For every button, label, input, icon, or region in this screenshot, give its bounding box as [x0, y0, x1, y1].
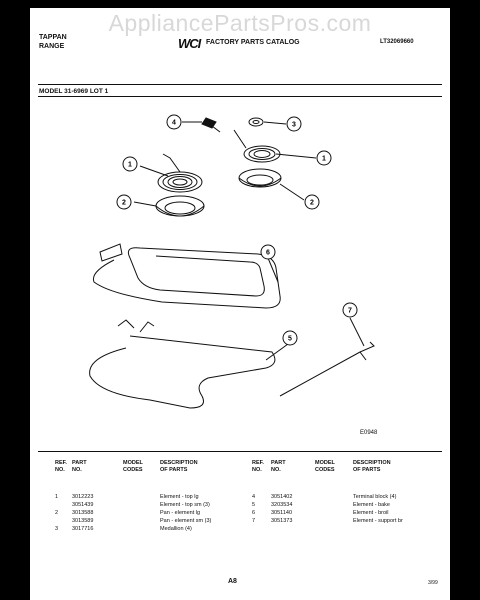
watermark: AppliancePartsPros.com [108, 10, 372, 36]
svg-text:7: 7 [348, 308, 352, 315]
part-description: Pan - element sm (3) [160, 518, 212, 524]
part-description: Terminal block (4) [353, 494, 397, 500]
table-row: 4 [252, 494, 256, 500]
part-description: Element - support br [353, 518, 403, 524]
surface-element-small [233, 129, 281, 163]
surface-element-large [157, 153, 203, 193]
callout-2-left: 2 [116, 194, 132, 210]
table-row: 6 [252, 510, 256, 516]
callout-5: 5 [282, 330, 298, 346]
medallion [248, 117, 264, 127]
page-label: A8 [228, 578, 237, 585]
drip-pan-small [238, 168, 282, 188]
wci-logo: WCI [178, 36, 201, 51]
svg-text:3: 3 [292, 122, 296, 129]
svg-text:1: 1 [322, 156, 326, 163]
header-ref-right: REF.NO. [252, 460, 264, 473]
svg-text:1: 1 [128, 162, 132, 169]
callout-6: 6 [260, 244, 276, 260]
svg-text:4: 4 [172, 120, 176, 127]
svg-text:6: 6 [266, 250, 270, 257]
part-number: 3051402 [271, 494, 293, 500]
part-number: 3013589 [72, 518, 94, 524]
callout-4: 4 [166, 114, 182, 130]
brand-name: TAPPAN [39, 34, 67, 41]
catalog-title: FACTORY PARTS CATALOG [206, 39, 300, 46]
part-number: 3051373 [271, 518, 293, 524]
part-number: 3013588 [72, 510, 94, 516]
drip-pan-large [155, 195, 205, 217]
part-description: Medallion (4) [160, 526, 192, 532]
revision-date: 3/99 [428, 580, 438, 586]
table-row: 5 [252, 502, 256, 508]
table-row: 1 [55, 494, 59, 500]
table-row: 7 [252, 518, 256, 524]
callout-7: 7 [342, 302, 358, 318]
header-rule [38, 84, 442, 85]
brand-block: TAPPAN RANGE [39, 33, 67, 51]
support-bracket [279, 341, 375, 397]
part-number: 3203534 [271, 502, 293, 508]
exploded-parts-diagram: 1 2 4 3 1 2 6 5 7 [89, 114, 375, 409]
part-number: 3012223 [72, 494, 94, 500]
part-number: 3017716 [72, 526, 94, 532]
table-row: 3 [55, 526, 59, 532]
catalog-page: AppliancePartsPros.com TAPPAN RANGE WCI … [30, 8, 450, 600]
part-number: 3051439 [72, 502, 94, 508]
product-type: RANGE [39, 43, 65, 50]
terminal-block [201, 117, 221, 133]
catalog-code: LT32069660 [380, 39, 414, 45]
part-number: 3051140 [271, 510, 293, 516]
callout-1-left: 1 [122, 156, 138, 172]
broil-element [92, 243, 281, 309]
callout-3: 3 [286, 116, 302, 132]
svg-text:2: 2 [122, 200, 126, 207]
svg-text:5: 5 [288, 336, 292, 343]
header-ref-left: REF.NO. [55, 460, 67, 473]
part-description: Element - top lg [160, 494, 199, 500]
table-top-rule [38, 451, 442, 452]
part-description: Pan - element lg [160, 510, 201, 516]
part-description: Element - bake [353, 502, 390, 508]
figure-code: E0948 [360, 430, 378, 436]
model-rule [38, 96, 442, 97]
table-row: 2 [55, 510, 59, 516]
part-description: Element - broil [353, 510, 389, 516]
callout-1-right: 1 [316, 150, 332, 166]
part-description: Element - top sm (3) [160, 502, 210, 508]
model-line: MODEL 31-6969 LOT 1 [39, 88, 109, 95]
bake-element [89, 319, 276, 409]
svg-text:2: 2 [310, 200, 314, 207]
callout-2-right: 2 [304, 194, 320, 210]
